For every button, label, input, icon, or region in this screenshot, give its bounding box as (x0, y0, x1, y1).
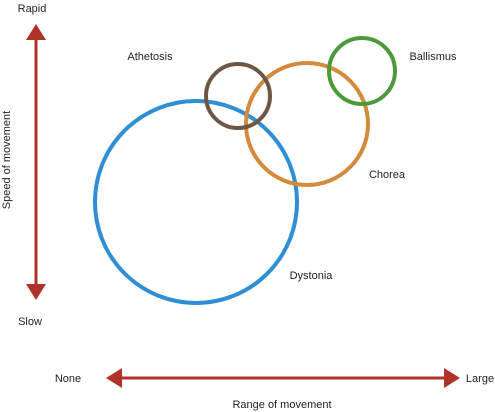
disorder-labels: Athetosis Ballismus Chorea Dystonia (127, 51, 457, 282)
y-axis-title: Speed of movement (1, 111, 13, 209)
y-axis-top-label: Rapid (18, 3, 47, 15)
dystonia-label: Dystonia (290, 270, 334, 282)
x-axis-right-label: Large (466, 373, 494, 385)
y-axis-arrowhead-up (26, 24, 46, 40)
y-axis-bottom-label: Slow (18, 316, 42, 328)
disorder-circles (93, 36, 397, 305)
dystonia-circle (93, 99, 299, 305)
x-axis: None Large Range of movement (55, 368, 494, 411)
y-axis-arrowhead-down (26, 284, 46, 300)
chorea-label: Chorea (369, 169, 406, 181)
x-axis-title: Range of movement (232, 399, 331, 411)
y-axis: Rapid Slow Speed of movement (1, 3, 46, 328)
ballismus-label: Ballismus (409, 51, 457, 63)
x-axis-left-label: None (55, 373, 81, 385)
ballismus-circle (327, 36, 397, 106)
athetosis-label: Athetosis (127, 51, 173, 63)
chorea-circle (244, 61, 370, 187)
athetosis-circle (204, 62, 272, 130)
x-axis-arrowhead-left (106, 368, 122, 388)
x-axis-arrowhead-right (444, 368, 460, 388)
